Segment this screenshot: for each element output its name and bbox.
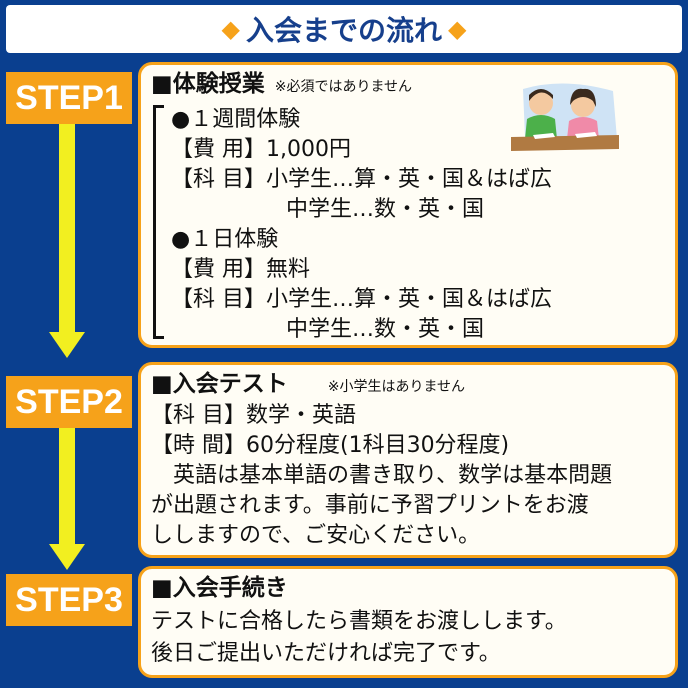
step2-title-row: ■入会テスト ※小学生はありません bbox=[151, 371, 465, 400]
step1-badge: STEP1 bbox=[6, 72, 132, 124]
page-title: 入会までの流れ bbox=[245, 14, 442, 47]
diamond-right-icon: ◆ bbox=[448, 15, 467, 43]
step3-title: ■入会手続き bbox=[151, 575, 288, 601]
step3-card: ■入会手続き テストに合格したら書類をお渡しします。 後日ご提出いただければ完了… bbox=[138, 566, 678, 678]
step1-title-row: ■体験授業 ※必須ではありません bbox=[151, 71, 412, 100]
step1-note: ※必須ではありません bbox=[274, 79, 413, 95]
step2-line: 【時 間】60分程度(1科目30分程度) bbox=[151, 433, 510, 458]
step1-line: 【科 目】小学生…算・英・国＆はば広 bbox=[171, 287, 552, 312]
step1-line: ●１週間体験 bbox=[171, 107, 301, 132]
step1-line: 中学生…数・英・国 bbox=[286, 197, 485, 222]
step2-note: ※小学生はありません bbox=[327, 379, 466, 395]
step3-line: テストに合格したら書類をお渡しします。 bbox=[151, 609, 567, 634]
step1-bracket bbox=[153, 105, 164, 339]
step2-title: ■入会テスト bbox=[151, 371, 288, 397]
step1-line: 中学生…数・英・国 bbox=[286, 317, 485, 342]
step1-line: 【費 用】無料 bbox=[171, 257, 310, 282]
step1-line: ●１日体験 bbox=[171, 227, 279, 252]
step2-badge: STEP2 bbox=[6, 376, 132, 428]
page-header: ◆ 入会までの流れ ◆ bbox=[6, 5, 682, 53]
diamond-left-icon: ◆ bbox=[221, 15, 240, 43]
step3-badge: STEP3 bbox=[6, 574, 132, 626]
step1-card: ■体験授業 ※必須ではありません ●１週間体験 【費 用】1,000円 【科 目】… bbox=[138, 62, 678, 348]
step2-line: 【科 目】数学・英語 bbox=[151, 403, 356, 428]
students-studying-icon bbox=[511, 83, 619, 151]
step2-line: が出題されます。事前に予習プリントをお渡 bbox=[151, 493, 589, 518]
step2-card: ■入会テスト ※小学生はありません 【科 目】数学・英語 【時 間】60分程度(1… bbox=[138, 362, 678, 558]
step1-title: ■体験授業 bbox=[151, 71, 265, 97]
step3-line: 後日ご提出いただければ完了です。 bbox=[151, 641, 501, 666]
step1-line: 【科 目】小学生…算・英・国＆はば広 bbox=[171, 167, 552, 192]
step2-line: ししますので、ご安心ください。 bbox=[151, 523, 481, 548]
step1-line: 【費 用】1,000円 bbox=[171, 137, 351, 162]
step2-line: 英語は基本単語の書き取り、数学は基本問題 bbox=[173, 463, 613, 488]
